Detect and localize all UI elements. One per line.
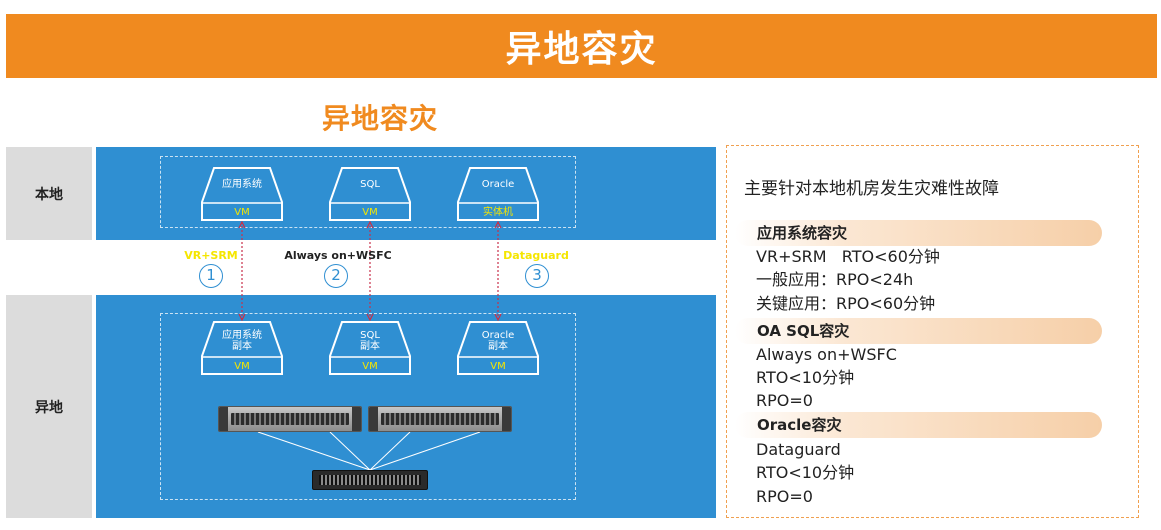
link-label-dataguard: Dataguard (503, 249, 569, 262)
link-number-3: 3 (525, 264, 549, 288)
local-node-oracle: Oracle 实体机 (456, 166, 540, 222)
info-panel (726, 145, 1139, 518)
banner-title: 异地容灾 (505, 29, 658, 70)
info-line: 关键应用：RPO<60分钟 (756, 294, 936, 313)
node-label: 应用系统 (222, 179, 262, 190)
node-label: 应用系统 副本 (222, 330, 262, 352)
info-line: VR+SRM RTO<60分钟 (756, 247, 940, 266)
node-tag: VM (234, 207, 250, 218)
info-line: Dataguard (756, 440, 841, 459)
top-banner: 异地容灾 (6, 14, 1157, 78)
link-number-1: 1 (199, 264, 223, 288)
node-label: Oracle (481, 179, 515, 190)
info-line: RPO=0 (756, 487, 813, 506)
local-node-app: 应用系统 VM (200, 166, 284, 222)
section-title-app: 应用系统容灾 (757, 224, 848, 242)
row-label-remote: 异地 (6, 295, 92, 518)
info-line: RPO=0 (756, 391, 813, 410)
rack-server-1 (218, 406, 362, 432)
info-heading: 主要针对本地机房发生灾难性故障 (744, 179, 999, 199)
remote-node-oracle-replica: Oracle 副本 VM (456, 320, 540, 376)
node-tag: VM (234, 361, 250, 372)
section-title-oracle: Oracle容灾 (757, 416, 842, 434)
remote-node-sql-replica: SQL 副本 VM (328, 320, 412, 376)
section-pill-sql (735, 318, 1102, 344)
section-title-sql: OA SQL容灾 (757, 322, 850, 340)
info-line: RTO<10分钟 (756, 463, 855, 482)
storage-array (312, 470, 428, 490)
link-number-2: 2 (324, 264, 348, 288)
remote-node-app-replica: 应用系统 副本 VM (200, 320, 284, 376)
section-pill-app (735, 220, 1102, 246)
section-pill-oracle (735, 412, 1102, 438)
link-label-vr-srm: VR+SRM (184, 249, 238, 262)
diagram-title: 异地容灾 (321, 102, 438, 135)
local-node-sql: SQL VM (328, 166, 412, 222)
info-line: Always on+WSFC (756, 345, 897, 364)
rack-server-2 (368, 406, 512, 432)
node-label: Oracle 副本 (481, 330, 515, 352)
node-label: SQL (360, 179, 380, 190)
node-tag: 实体机 (483, 207, 513, 218)
info-line: 一般应用：RPO<24h (756, 270, 914, 289)
info-line: RTO<10分钟 (756, 368, 855, 387)
node-tag: VM (490, 361, 506, 372)
link-label-always-on: Always on+WSFC (284, 249, 392, 262)
node-tag: VM (362, 361, 378, 372)
remote-group-box (160, 313, 576, 500)
row-label-local: 本地 (6, 147, 92, 240)
node-label: SQL 副本 (360, 330, 380, 352)
node-tag: VM (362, 207, 378, 218)
